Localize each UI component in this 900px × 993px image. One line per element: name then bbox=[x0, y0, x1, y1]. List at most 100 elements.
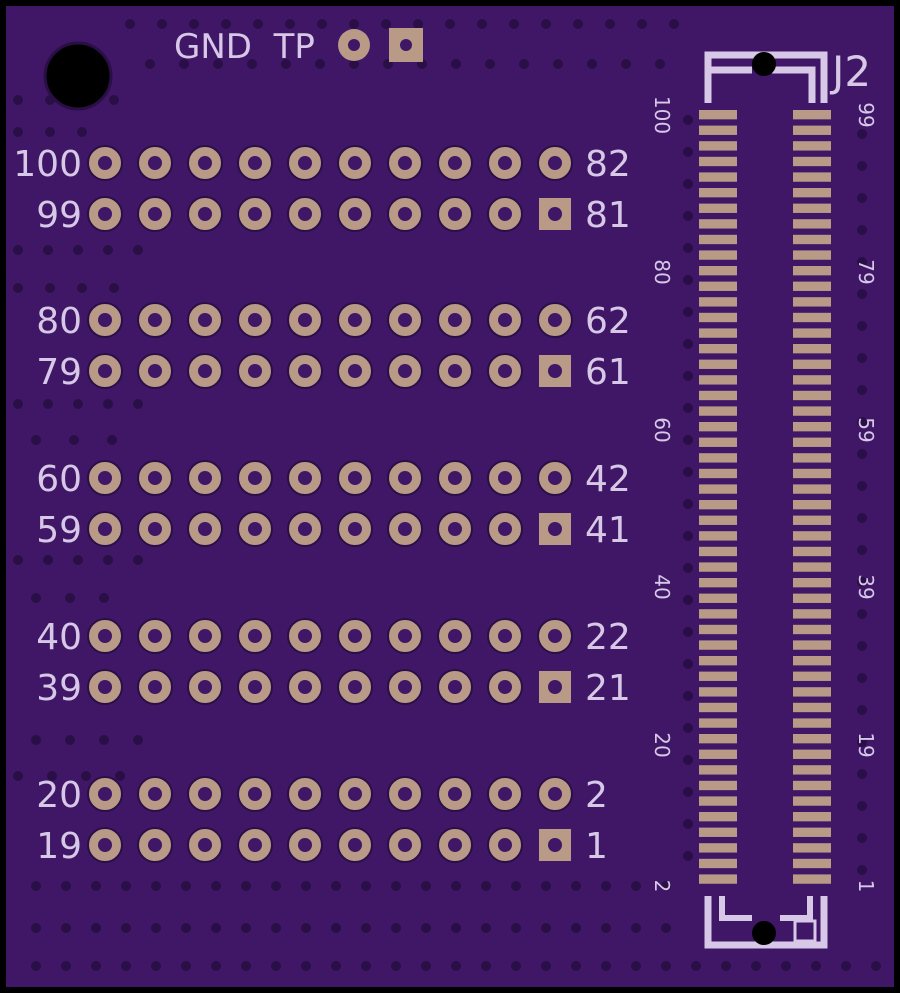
via bbox=[511, 961, 521, 971]
via bbox=[721, 961, 731, 971]
header-row-right-label: 1 bbox=[585, 826, 608, 867]
connector-left-pin-label: 60 bbox=[650, 417, 674, 442]
drill-hole bbox=[548, 787, 562, 801]
drill-hole bbox=[198, 207, 212, 221]
drill-hole bbox=[298, 313, 312, 327]
connector-pad-left bbox=[699, 578, 737, 588]
drill-hole bbox=[448, 680, 462, 694]
drill-hole bbox=[348, 838, 362, 852]
connector-pad-left bbox=[699, 702, 737, 713]
connector-pad-right bbox=[793, 562, 831, 572]
via bbox=[451, 881, 461, 891]
connector-pad-left bbox=[699, 562, 737, 572]
via bbox=[13, 127, 23, 137]
drill-hole bbox=[498, 680, 512, 694]
connector-left-pin-label: 2 bbox=[650, 880, 674, 893]
via bbox=[189, 19, 199, 29]
drill-hole bbox=[348, 207, 362, 221]
via bbox=[213, 59, 223, 69]
drill-hole bbox=[198, 364, 212, 378]
via bbox=[121, 961, 131, 971]
connector-outline-bottom-inner bbox=[719, 896, 813, 921]
connector-pad-right bbox=[793, 110, 831, 120]
via bbox=[31, 881, 41, 891]
connector-pad-right bbox=[793, 312, 831, 323]
via bbox=[601, 923, 611, 933]
connector-pad-left bbox=[699, 281, 737, 291]
connector-pad-left bbox=[699, 546, 737, 557]
via bbox=[683, 595, 693, 605]
via bbox=[857, 321, 867, 331]
via bbox=[179, 59, 189, 69]
connector-pad-right bbox=[793, 375, 831, 385]
connector-pad-left bbox=[699, 468, 737, 479]
header-row-right-label: 22 bbox=[585, 617, 631, 658]
via bbox=[857, 673, 867, 683]
drill-hole bbox=[298, 838, 312, 852]
via bbox=[857, 449, 867, 459]
drill-hole bbox=[298, 787, 312, 801]
connector-pad-right bbox=[793, 422, 831, 432]
via bbox=[683, 563, 693, 573]
drill-hole bbox=[548, 207, 562, 221]
header-row-left-label: 40 bbox=[36, 617, 82, 658]
connector-pad-left bbox=[699, 406, 737, 416]
header-row-right-label: 41 bbox=[585, 510, 631, 551]
via bbox=[13, 245, 23, 255]
connector-pad-right bbox=[793, 484, 831, 494]
via bbox=[133, 245, 143, 255]
connector-right-pin-label: 1 bbox=[854, 880, 878, 893]
via bbox=[683, 243, 693, 253]
via-field bbox=[13, 19, 881, 971]
drill-hole bbox=[548, 156, 562, 170]
via bbox=[445, 19, 455, 29]
via bbox=[541, 19, 551, 29]
drill-hole bbox=[198, 313, 212, 327]
connector-pad-right bbox=[793, 827, 831, 837]
connector-pad-left bbox=[699, 640, 737, 650]
connector-pad-right bbox=[793, 141, 831, 151]
drill-hole bbox=[448, 471, 462, 485]
drill-hole bbox=[98, 629, 112, 643]
via bbox=[631, 923, 641, 933]
connector-pad-left bbox=[699, 687, 737, 697]
via bbox=[157, 19, 167, 29]
connector-pad-left bbox=[699, 780, 737, 791]
drill-hole bbox=[98, 207, 112, 221]
via bbox=[511, 881, 521, 891]
connector-outline-bottom bbox=[704, 896, 828, 949]
connector-pad-right bbox=[793, 718, 831, 728]
via bbox=[43, 399, 53, 409]
header-row-right-label: 62 bbox=[585, 301, 631, 342]
connector-pad-left bbox=[699, 624, 737, 635]
via bbox=[271, 961, 281, 971]
connector-pad-left bbox=[699, 266, 737, 276]
connector-pad-right bbox=[793, 156, 831, 167]
drill-hole bbox=[548, 471, 562, 485]
drill-hole bbox=[398, 207, 412, 221]
drill-hole bbox=[148, 207, 162, 221]
drill-hole bbox=[448, 313, 462, 327]
drill-hole bbox=[148, 471, 162, 485]
drill-hole bbox=[148, 787, 162, 801]
via bbox=[99, 593, 109, 603]
drill-hole bbox=[148, 838, 162, 852]
connector-alignment-hole-top bbox=[752, 52, 776, 76]
connector-pad-right bbox=[793, 266, 831, 276]
connector-pad-left bbox=[699, 484, 737, 494]
connector-pad-right bbox=[793, 531, 831, 541]
drill-hole bbox=[398, 838, 412, 852]
via bbox=[857, 481, 867, 491]
via bbox=[103, 555, 113, 565]
connector-designator: J2 bbox=[829, 47, 871, 96]
header-row-right-label: 61 bbox=[585, 352, 631, 393]
via bbox=[31, 593, 41, 603]
drill-hole bbox=[548, 629, 562, 643]
